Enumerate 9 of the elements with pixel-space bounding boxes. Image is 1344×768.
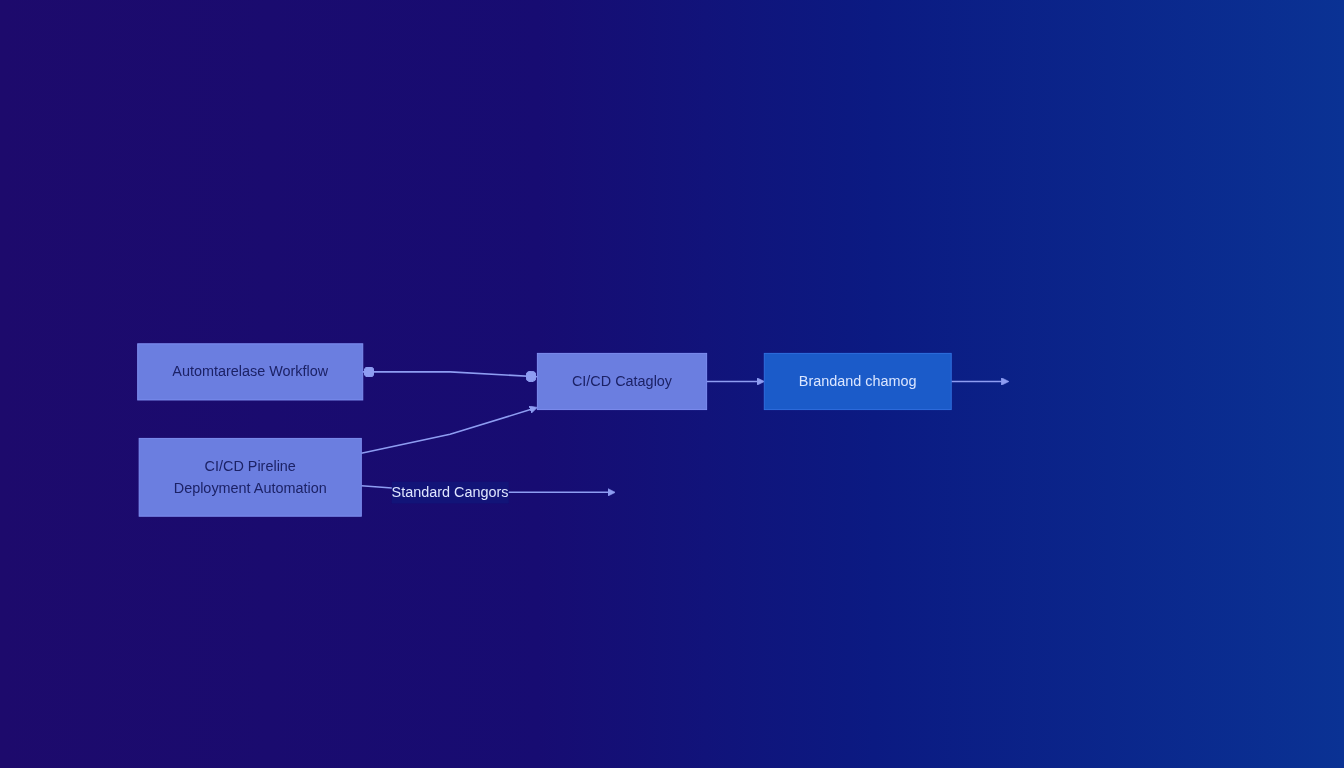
node-box: Automtarelase Workflow xyxy=(137,343,364,401)
node-box: CI/CD Catagloy xyxy=(536,352,708,411)
arrow xyxy=(950,377,1010,386)
node-box: CI/CD Pireline Deployment Automation xyxy=(138,437,362,517)
edge-label: Standard Cangors xyxy=(391,483,509,500)
node-box: Brandand chamog xyxy=(763,352,952,411)
arrow xyxy=(360,405,538,455)
arrow xyxy=(705,377,765,386)
connector xyxy=(362,366,539,383)
